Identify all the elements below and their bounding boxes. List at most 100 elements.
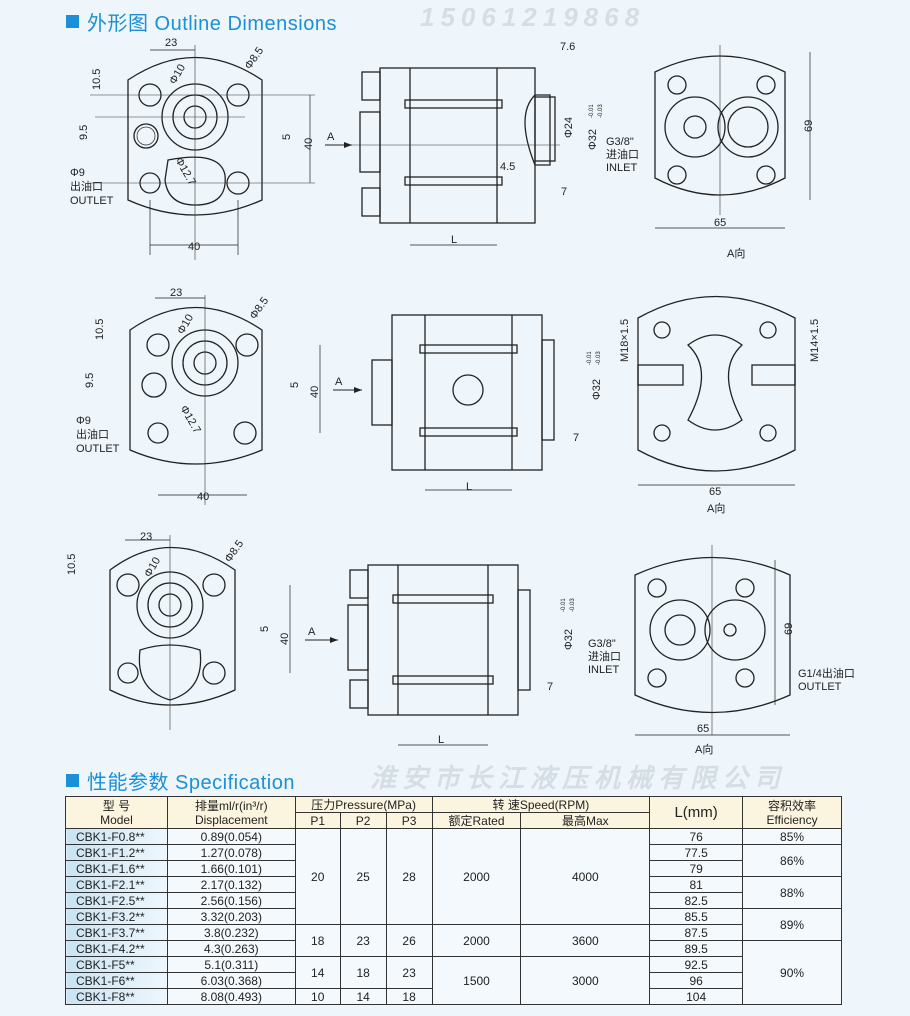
dimension-label: 10.5 [94,319,106,340]
header-p3: P3 [385,812,433,829]
dimension-label: Φ32 [563,629,575,650]
dimension-label: Φ9 [70,167,85,179]
model-cell: CBK1-F0.8** [65,828,168,845]
dimension-label: 10.5 [66,554,78,575]
header-rated: 额定Rated [431,812,522,829]
length-cell: 104 [649,988,744,1005]
length-cell: 77.5 [649,844,744,861]
table-row: CBK1-F6**6.03(0.368)96 [65,972,842,989]
rated-speed-cell: 1500 [431,956,522,1005]
efficiency-cell: 90% [742,940,842,1005]
dimension-label: OUTLET [76,443,120,455]
dimension-label: Φ32 [591,379,603,400]
header-speed: 转 速Speed(RPM) [431,796,651,813]
p1-cell: 18 [294,924,341,957]
displacement-cell: 1.66(0.101) [166,860,296,877]
dimension-label: 40 [279,633,291,645]
header-p2: P2 [339,812,387,829]
dimension-label: -0.03 [596,351,602,365]
displacement-cell: 6.03(0.368) [166,972,296,989]
model-cell: CBK1-F5** [65,956,168,973]
displacement-cell: 2.17(0.132) [166,876,296,893]
header-pressure: 压力Pressure(MPa) [294,796,433,813]
table-row: CBK1-F2.5**2.56(0.156)82.5 [65,892,842,909]
header-displacement: 排量ml/r(in³/r)Displacement [166,796,296,829]
dimension-label: Φ32 [587,129,599,150]
dimension-label: 5 [289,382,301,388]
dimension-label: 10.5 [91,69,103,90]
length-cell: 76 [649,828,744,845]
efficiency-cell: 85% [742,828,842,845]
dimension-label: 23 [170,287,182,299]
length-cell: 81 [649,876,744,893]
dimension-label: 40 [309,386,321,398]
dimension-label: Φ10 [167,62,188,86]
dimension-label: INLET [588,664,619,676]
dimension-label: 69 [783,623,795,635]
a-view-2-section: M18×1.5 M14×1.5 65 A向 [619,295,821,515]
p1-cell: 14 [294,956,341,989]
p2-cell: 23 [339,924,387,957]
length-cell: 82.5 [649,892,744,909]
dimension-label: 69 [803,120,815,132]
length-cell: 89.5 [649,940,744,957]
dimension-label: Φ8.5 [243,45,267,72]
displacement-cell: 2.56(0.156) [166,892,296,909]
dimension-label: -0.01 [589,104,595,118]
dimension-label: INLET [606,162,637,174]
p2-cell: 14 [339,988,387,1005]
dimension-label: A [327,131,335,143]
dimension-label: 7.6 [560,41,575,53]
dimension-label: -0.01 [587,351,593,365]
length-cell: 79 [649,860,744,877]
a-view-3: 69 G1/4出油口 OUTLET 65 A向 [634,545,855,756]
p2-cell: 18 [339,956,387,989]
dimension-label: 7 [573,432,579,444]
length-cell: 85.5 [649,908,744,925]
max-speed-cell: 4000 [520,828,651,925]
dimension-label: 65 [709,486,721,498]
outline-drawings: 23 Φ8.5 10.5 Φ10 9.5 5 40 Φ9 出油口 OUTLET … [66,37,855,756]
p3-cell: 26 [385,924,433,957]
p1-cell: 20 [294,828,341,925]
dimension-label: -0.03 [598,104,604,118]
dimension-label: G3/8" [606,136,634,148]
dimension-label: A向 [727,246,745,260]
dimension-label: 23 [140,531,152,543]
outline-title-text: 外形图 Outline Dimensions [87,13,337,35]
dimension-label: A向 [695,742,713,756]
p2-cell: 25 [339,828,387,925]
length-cell: 92.5 [649,956,744,973]
displacement-cell: 4.3(0.263) [166,940,296,957]
dimension-label: G1/4出油口 [798,666,855,680]
dimension-label: OUTLET [798,681,842,693]
model-cell: CBK1-F8** [65,988,168,1005]
dimension-label: Φ12.7 [177,404,202,436]
spec-section-title: 性能参数 Specification [66,766,295,795]
dimension-label: Φ10 [142,555,163,579]
model-cell: CBK1-F3.2** [65,908,168,925]
length-cell: 87.5 [649,924,744,941]
efficiency-cell: 88% [742,876,842,909]
dimension-label: 出油口 [70,179,103,193]
max-speed-cell: 3600 [520,924,651,957]
displacement-cell: 8.08(0.493) [166,988,296,1005]
dimension-label: L [438,734,444,746]
table-header-row: P1 P2 P3 额定Rated 最高Max [66,812,842,829]
dimension-label: 9.5 [84,373,96,388]
length-cell: 96 [649,972,744,989]
dimension-label: A [335,376,343,388]
p3-cell: 23 [385,956,433,989]
max-speed-cell: 3000 [520,956,651,1005]
displacement-cell: 1.27(0.078) [166,844,296,861]
displacement-cell: 0.89(0.054) [166,828,296,845]
dimension-label: A [308,626,316,638]
